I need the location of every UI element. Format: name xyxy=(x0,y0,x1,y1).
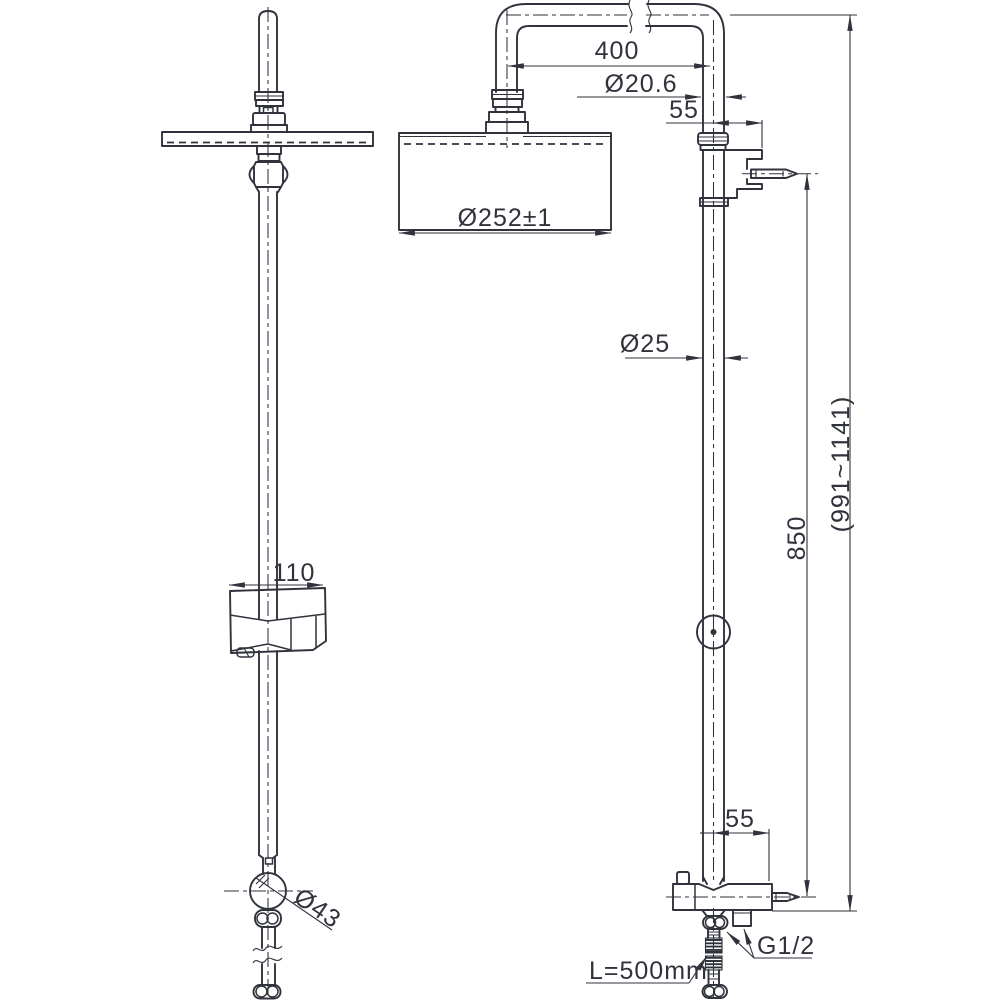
diverter-knob xyxy=(676,871,690,885)
hose-coil xyxy=(705,939,722,953)
ball-joint-front xyxy=(248,145,289,193)
callout-connection-thread: G1/2 xyxy=(726,928,815,960)
dimension-annotations: 400 Ø20.6 55 Ø252±1 Ø25 850 xyxy=(228,14,857,985)
hand-shower-holder xyxy=(229,587,327,658)
dim-upper-wall-offset: 55 xyxy=(666,96,763,148)
shower-arm xyxy=(495,0,725,148)
dim-label-upper-wall-offset: 55 xyxy=(669,96,699,124)
callout-label-hose-length: L=500mm xyxy=(589,957,708,985)
dim-label-shower-head-diameter: Ø252±1 xyxy=(458,204,553,232)
front-column-pipe-lower xyxy=(258,650,278,856)
mounting-screw-top xyxy=(750,168,798,179)
mounting-screw-bottom xyxy=(771,892,800,902)
side-view xyxy=(398,0,818,999)
pipe-break-mark xyxy=(252,957,283,964)
dim-arm-pipe-diameter: Ø20.6 xyxy=(577,70,746,100)
dim-label-overall-height: (991~1141) xyxy=(827,396,855,533)
dim-label-lower-wall-offset: 55 xyxy=(725,805,755,833)
check-valve-knob-front xyxy=(224,854,313,910)
callout-hose-length: L=500mm xyxy=(586,955,708,985)
hose-coil xyxy=(705,956,722,969)
dim-label-valve-knob-diameter: Ø43 xyxy=(289,883,346,934)
callout-label-connection-thread: G1/2 xyxy=(757,932,815,960)
flex-hose xyxy=(701,909,729,999)
dim-label-slider-holder-width: 110 xyxy=(273,559,316,587)
front-outlet-hose xyxy=(252,909,283,1000)
arm-end-front xyxy=(250,10,288,133)
dim-column-length: 850 xyxy=(783,173,811,897)
holder-release-tab xyxy=(236,647,255,658)
dim-label-column-length: 850 xyxy=(783,516,811,561)
dim-valve-knob-diameter: Ø43 xyxy=(255,877,346,934)
slider-screw-dot xyxy=(710,629,717,635)
arm-break-mark xyxy=(647,0,652,34)
front-column-pipe-upper xyxy=(258,191,278,620)
side-column-pipe xyxy=(702,149,725,882)
shower-valve-body xyxy=(666,871,816,927)
wall-bracket-top xyxy=(697,132,818,207)
dim-label-column-pipe-diameter: Ø25 xyxy=(620,330,670,358)
dim-lower-wall-offset: 55 xyxy=(700,805,770,881)
dim-arm-reach: 400 xyxy=(507,37,711,69)
dim-overall-height: (991~1141) xyxy=(730,14,857,912)
dim-shower-head-diameter: Ø252±1 xyxy=(398,204,612,236)
outlet-stub-g12 xyxy=(732,909,752,927)
dim-label-arm-pipe-diameter: Ø20.6 xyxy=(604,70,677,98)
slider-ring-side xyxy=(696,614,731,650)
pipe-break-mark xyxy=(252,945,283,952)
front-view xyxy=(161,7,374,1000)
dim-label-arm-reach: 400 xyxy=(595,37,640,65)
dim-slider-holder-width: 110 xyxy=(228,559,324,588)
arm-break-mark xyxy=(628,0,633,34)
dim-column-pipe-diameter: Ø25 xyxy=(620,330,748,361)
rain-shower-head-side xyxy=(398,132,612,231)
